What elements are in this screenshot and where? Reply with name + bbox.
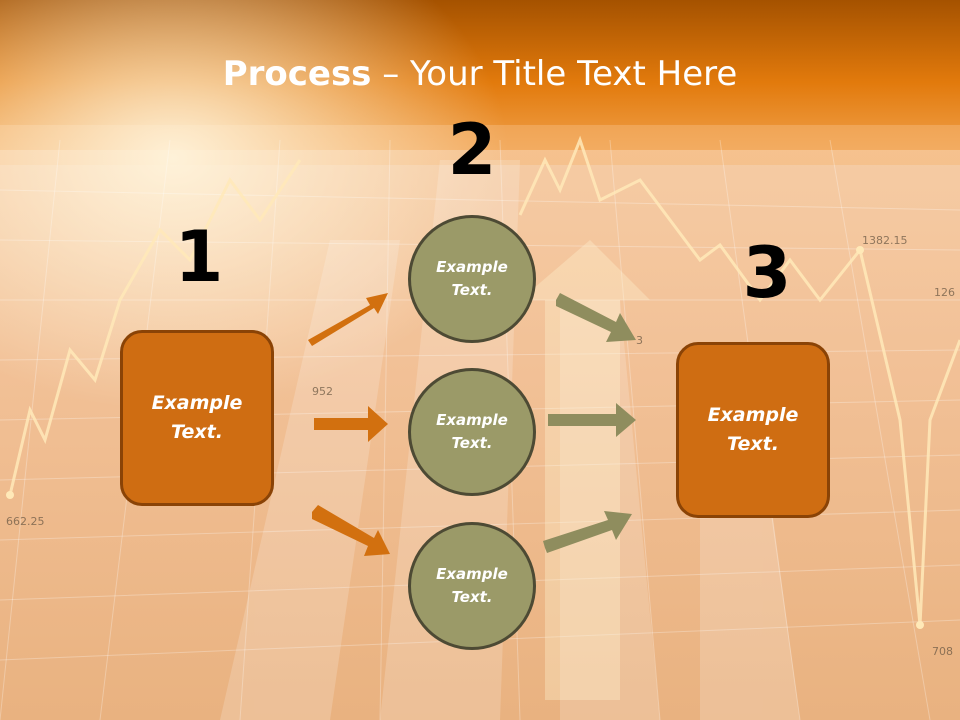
bg-label-5: 708 <box>932 645 953 658</box>
bg-label-1: 662.25 <box>6 515 45 528</box>
step-number-3: 3 <box>742 232 792 314</box>
title-bold: Process <box>222 54 372 94</box>
step-1-box-text: Example Text. <box>151 392 243 443</box>
step-2-circle-top[interactable]: Example Text. <box>408 215 536 343</box>
bg-label-6: 3 <box>636 334 643 347</box>
step-3-box-text: Example Text. <box>707 404 799 455</box>
circle-top-text: Example Text. <box>436 258 508 299</box>
step-3-box[interactable]: Example Text. <box>676 342 830 518</box>
bg-label-3: 1382.15 <box>862 234 908 247</box>
step-2-circle-bottom[interactable]: Example Text. <box>408 522 536 650</box>
title-rest: – Your Title Text Here <box>371 54 738 94</box>
step-2-circle-middle[interactable]: Example Text. <box>408 368 536 496</box>
step-number-2: 2 <box>447 109 497 191</box>
circle-middle-text: Example Text. <box>436 411 508 452</box>
bg-label-4: 126 <box>934 286 955 299</box>
step-1-box[interactable]: Example Text. <box>120 330 274 506</box>
step-number-1: 1 <box>174 216 224 298</box>
circle-bottom-text: Example Text. <box>436 565 508 606</box>
bg-label-2: 952 <box>312 385 333 398</box>
slide-title: Process – Your Title Text Here <box>0 52 960 96</box>
